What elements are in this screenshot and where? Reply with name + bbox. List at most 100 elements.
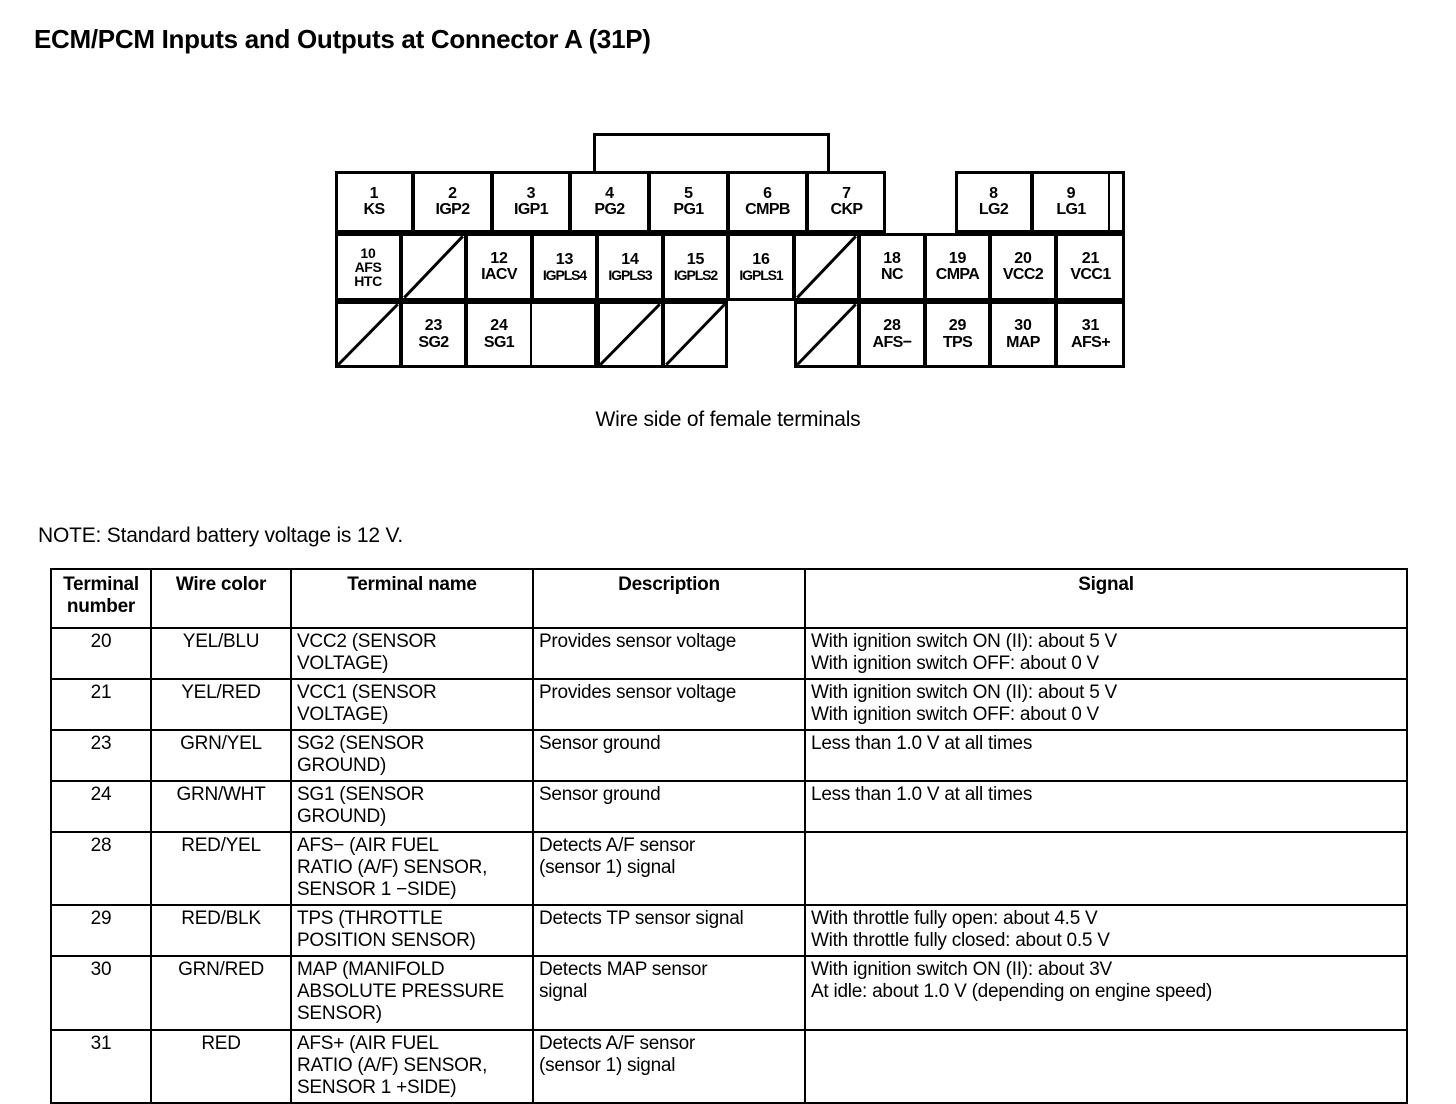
pin-blank-row3-7 (794, 301, 859, 368)
pin-number: 21 (1081, 249, 1100, 267)
pin-label: SG1 (483, 333, 515, 351)
pin-label: AFS (354, 258, 382, 275)
pin-label: IGPLS4 (542, 267, 587, 284)
pin-blank-row3-4 (597, 301, 663, 368)
cell-wire-color: RED/BLK (150, 904, 292, 958)
pin-number: 7 (842, 184, 851, 202)
pin-number: 5 (684, 184, 693, 202)
pin-label: KS (363, 201, 385, 218)
cell-wire-color: RED/YEL (150, 831, 292, 907)
pin-number: 14 (621, 250, 639, 268)
pin-number: 9 (1066, 184, 1076, 202)
pin-number: 23 (424, 317, 443, 335)
cell-wire-color: YEL/RED (150, 678, 292, 732)
pin-label: MAP (1006, 333, 1040, 351)
column-header-description: Description (532, 568, 806, 629)
cell-wire-color: GRN/RED (150, 955, 292, 1031)
pin-label: TPS (942, 333, 973, 351)
pin-label: AFS+ (1071, 333, 1111, 351)
pin-label: IGPLS3 (608, 267, 652, 284)
pin-label: IGPLS2 (673, 267, 718, 284)
cell-description: Detects TP sensor signal (532, 904, 806, 958)
note-text: NOTE: Standard battery voltage is 12 V. (38, 524, 403, 547)
pin-blank-row2-7 (794, 233, 859, 301)
cell-terminal-number: 29 (50, 904, 152, 958)
cell-signal: Less than 1.0 V at all times (804, 780, 1408, 834)
cell-description: Detects A/F sensor(sensor 1) signal (532, 1028, 806, 1104)
pin-label: IGPLS1 (739, 267, 783, 284)
pin-label: CMPB (745, 201, 790, 218)
pin-label: SG2 (418, 333, 449, 351)
column-header-terminal-name: Terminal name (290, 568, 534, 629)
pin-label-line2: HTC (354, 273, 382, 290)
pin-label: LG2 (978, 201, 1009, 218)
cell-signal: Less than 1.0 V at all times (804, 729, 1408, 783)
pin-number: 18 (883, 249, 901, 267)
pin-number: 28 (883, 317, 901, 335)
cell-terminal-number: 28 (50, 831, 152, 907)
cell-terminal-number: 30 (50, 955, 152, 1031)
pin-blank-row3-0 (335, 301, 401, 368)
pin-label: PG1 (673, 201, 704, 218)
pin-blank-row3-5 (663, 301, 728, 368)
cell-terminal-number: 23 (50, 729, 152, 783)
cell-wire-color: RED (150, 1028, 292, 1104)
pin-label: LG1 (1056, 201, 1086, 218)
pin-number: 19 (948, 249, 967, 267)
cell-signal (804, 831, 1408, 907)
diagram-caption: Wire side of female terminals (595, 408, 861, 431)
column-header-wire-color: Wire color (150, 568, 292, 629)
cell-description: Detects A/F sensor(sensor 1) signal (532, 831, 806, 907)
pin-number: 16 (752, 250, 770, 268)
pin-label: IACV (481, 266, 517, 283)
page-title: ECM/PCM Inputs and Outputs at Connector … (34, 24, 651, 54)
cell-description: Provides sensor voltage (532, 626, 806, 681)
cell-terminal-number: 20 (50, 626, 152, 681)
pin-number: 29 (948, 317, 967, 335)
pin-number: 30 (1014, 317, 1032, 335)
pin-label: VCC2 (1002, 266, 1044, 283)
pin-number: 1 (369, 184, 379, 202)
pin-number: 8 (989, 184, 998, 202)
pin-number: 31 (1081, 317, 1100, 335)
pin-label: CMPA (935, 266, 980, 283)
pin-label: CKP (830, 201, 864, 218)
pin-label: VCC1 (1070, 266, 1111, 283)
pin-number: 13 (555, 250, 574, 268)
pin-blank-row2-1 (401, 233, 466, 301)
cell-wire-color: GRN/WHT (150, 780, 292, 834)
cell-description: Sensor ground (532, 729, 806, 783)
pin-number: 10 (360, 244, 376, 261)
